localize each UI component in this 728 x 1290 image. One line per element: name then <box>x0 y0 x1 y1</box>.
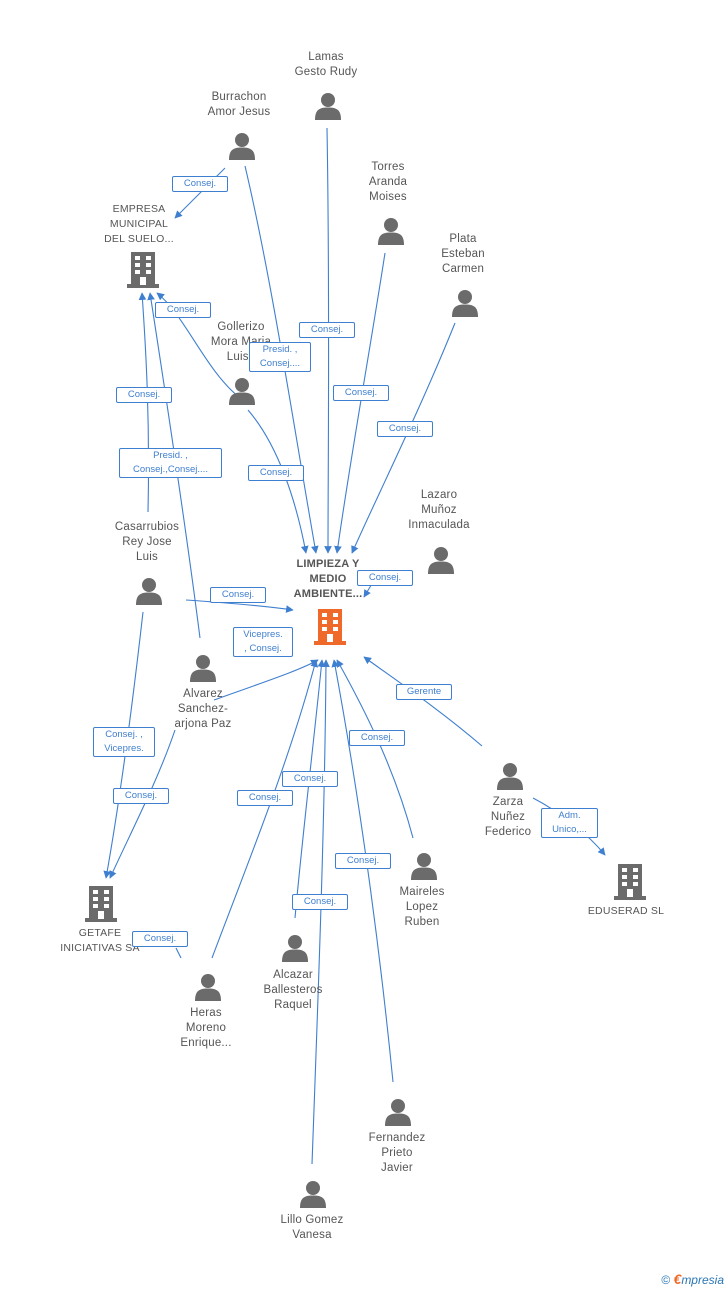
person-icon[interactable] <box>190 655 216 682</box>
node-fernandez[interactable]: Fernandez Prieto Javier <box>368 1132 426 1174</box>
person-icon[interactable] <box>136 578 162 605</box>
person-icon[interactable] <box>411 853 437 880</box>
relationship-edge <box>247 409 309 554</box>
edge-label-fernandez-main[interactable]: Consej. <box>335 853 391 869</box>
edge-label-alcazar-main[interactable]: Consej. <box>282 771 338 787</box>
edge-label-gollerizo-main[interactable]: Consej. <box>248 465 304 481</box>
person-icon[interactable] <box>300 1181 326 1208</box>
main-company-building-icon[interactable] <box>314 609 346 645</box>
edge-label-burrachon-empresa[interactable]: Consej. <box>172 176 228 192</box>
person-icon[interactable] <box>385 1099 411 1126</box>
person-icon[interactable] <box>195 974 221 1001</box>
edge-label-heras-main[interactable]: Consej. <box>237 790 293 806</box>
company-building-icon[interactable] <box>127 252 159 288</box>
edge-label-casarrubios-empresa[interactable]: Consej. <box>116 387 172 403</box>
edge-label-lazaro-main[interactable]: Consej. <box>357 570 413 586</box>
empresia-logo-text: mpresia <box>681 1273 724 1287</box>
relationship-edge <box>311 659 330 1165</box>
relationship-edge <box>211 659 318 959</box>
relationship-edge <box>175 947 182 959</box>
relationship-edge <box>331 659 394 1083</box>
person-icon[interactable] <box>452 290 478 317</box>
edge-label-gollerizo-empresa[interactable]: Consej. <box>155 302 211 318</box>
node-maireles[interactable]: Maireles Lopez Ruben <box>399 886 445 928</box>
relationship-edge <box>334 252 386 554</box>
node-lamas[interactable]: Lamas Gesto Rudy <box>294 51 358 78</box>
edge-label-lamas-main[interactable]: Consej. <box>299 322 355 338</box>
edge-label-maireles-main[interactable]: Consej. <box>349 730 405 746</box>
company-building-icon[interactable] <box>85 886 117 922</box>
edge-label-alvarez-main[interactable]: Vicepres., Consej. <box>233 627 293 657</box>
node-casarrubios[interactable]: Casarrubios Rey Jose Luis <box>114 521 180 563</box>
person-icon[interactable] <box>497 763 523 790</box>
relationship-edge <box>324 127 332 554</box>
edge-label-heras-getafe[interactable]: Consej. <box>132 931 188 947</box>
edge-label-burrachon-main[interactable]: Presid. ,Consej.... <box>249 342 311 372</box>
person-icon[interactable] <box>315 93 341 120</box>
node-lazaro[interactable]: Lazaro Muñoz Inmaculada <box>408 489 470 531</box>
edge-label-plata-main[interactable]: Consej. <box>377 421 433 437</box>
person-icon[interactable] <box>282 935 308 962</box>
empresia-footer[interactable]: © €mpresia <box>661 1271 724 1287</box>
empresia-logo-mark: € <box>673 1271 682 1287</box>
relationship-edge <box>156 292 241 399</box>
node-zarza[interactable]: Zarza Nuñez Federico <box>484 796 532 838</box>
edge-label-casarrubios-getafe[interactable]: Consej. ,Vicepres. <box>93 727 155 757</box>
node-torres[interactable]: Torres Aranda Moises <box>368 161 408 203</box>
edge-label-lillo-main[interactable]: Consej. <box>292 894 348 910</box>
relationship-edge <box>109 729 176 879</box>
node-empresa-municipal[interactable]: EMPRESA MUNICIPAL DEL SUELO... <box>104 203 174 245</box>
node-burrachon[interactable]: Burrachon Amor Jesus <box>207 91 271 118</box>
node-alvarez[interactable]: Alvarez Sanchez- arjona Paz <box>174 688 232 730</box>
node-lillo[interactable]: Lillo Gomez Vanesa <box>280 1214 344 1241</box>
edge-label-alvarez-getafe[interactable]: Consej. <box>113 788 169 804</box>
relationship-edge <box>351 322 456 554</box>
edge-label-torres-main[interactable]: Consej. <box>333 385 389 401</box>
node-main-company[interactable]: LIMPIEZA Y MEDIO AMBIENTE... <box>293 558 363 600</box>
edge-label-alvarez-empresa[interactable]: Presid. ,Consej.,Consej.... <box>119 448 222 478</box>
edge-label-casarrubios-main[interactable]: Consej. <box>210 587 266 603</box>
relationship-edge <box>185 599 294 613</box>
person-icon[interactable] <box>428 547 454 574</box>
copyright-symbol: © <box>661 1273 671 1287</box>
node-alcazar[interactable]: Alcazar Ballesteros Raquel <box>263 969 323 1011</box>
edge-label-zarza-main[interactable]: Gerente <box>396 684 452 700</box>
edge-label-zarza-eduserad[interactable]: Adm.Unico,... <box>541 808 598 838</box>
node-eduserad[interactable]: EDUSERAD SL <box>587 905 665 917</box>
person-icon[interactable] <box>229 133 255 160</box>
node-plata[interactable]: Plata Esteban Carmen <box>441 233 485 275</box>
relationship-edge <box>294 659 326 919</box>
node-getafe[interactable]: GETAFE INICIATIVAS SA <box>60 927 140 954</box>
company-building-icon[interactable] <box>614 864 646 900</box>
node-heras[interactable]: Heras Moreno Enrique... <box>180 1007 232 1049</box>
